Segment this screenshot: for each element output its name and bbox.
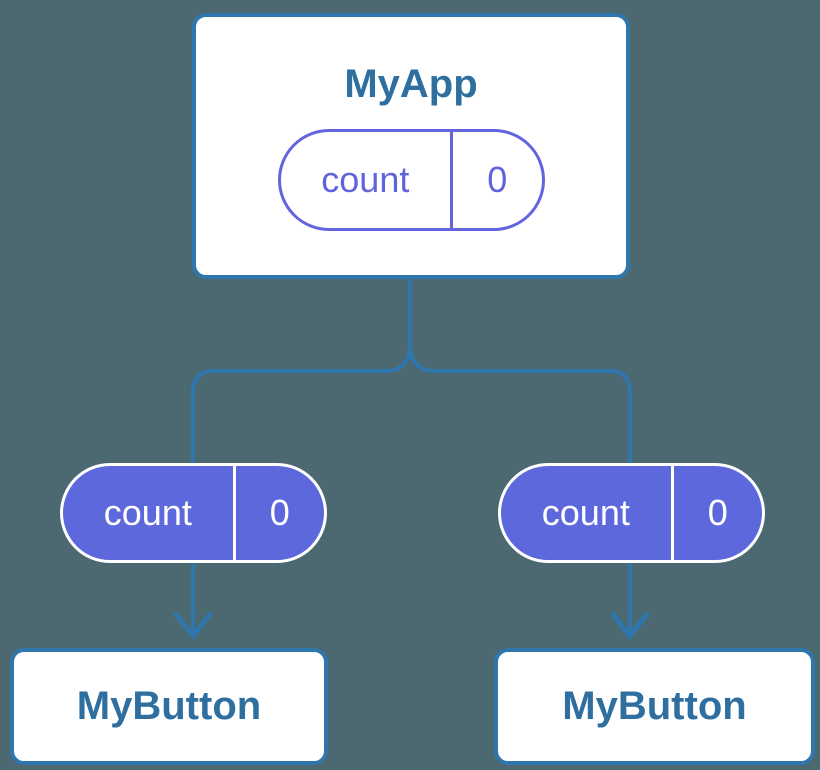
state-name-label: count xyxy=(321,159,410,200)
app-node: MyApp count 0 xyxy=(192,13,630,279)
connector-app-to-left-button xyxy=(191,279,412,633)
state-value-label: 0 xyxy=(450,132,541,228)
prop-name-label: count xyxy=(541,492,630,533)
prop-name-label: count xyxy=(103,492,192,533)
left-button-node: MyButton xyxy=(10,648,328,765)
connector-app-to-right-button xyxy=(408,279,632,633)
arrowhead-down-right-icon xyxy=(610,611,650,641)
right-button-node: MyButton xyxy=(494,648,815,765)
prop-value-label: 0 xyxy=(232,466,324,560)
left-button-title: MyButton xyxy=(76,684,262,728)
app-node-title: MyApp xyxy=(344,62,478,106)
prop-value-label: 0 xyxy=(670,466,762,560)
left-prop-pill: count 0 xyxy=(60,463,327,563)
app-state-pill: count 0 xyxy=(277,129,545,231)
right-prop-pill: count 0 xyxy=(498,463,765,563)
arrowhead-down-left-icon xyxy=(173,611,213,641)
right-button-title: MyButton xyxy=(562,684,747,728)
